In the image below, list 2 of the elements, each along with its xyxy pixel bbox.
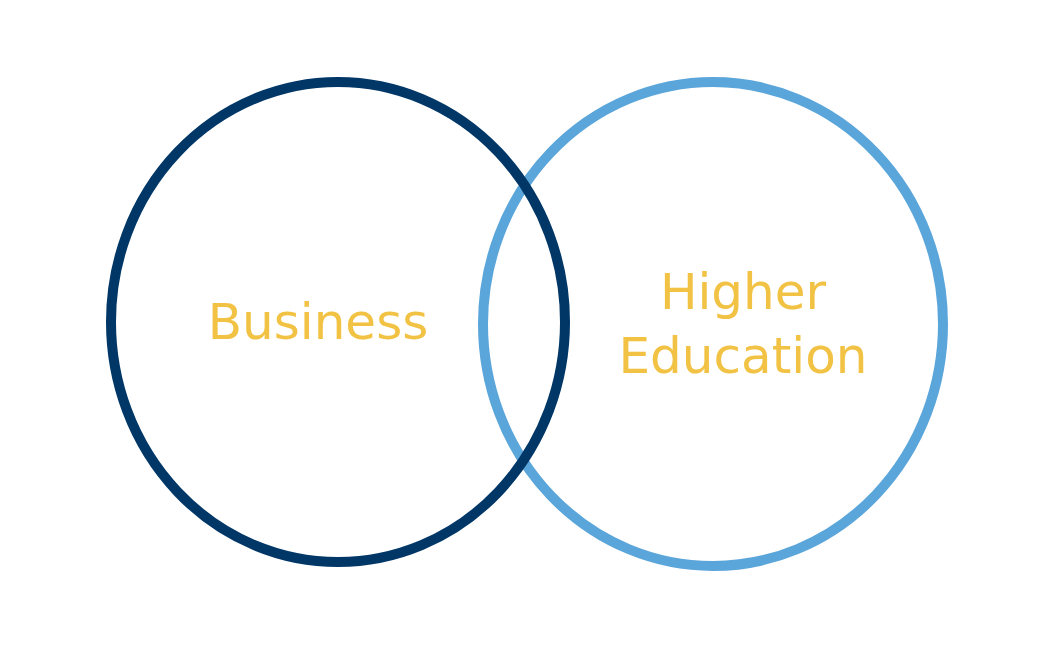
circle-label: Business bbox=[207, 292, 429, 353]
circle-label: Higher Education bbox=[617, 262, 869, 387]
